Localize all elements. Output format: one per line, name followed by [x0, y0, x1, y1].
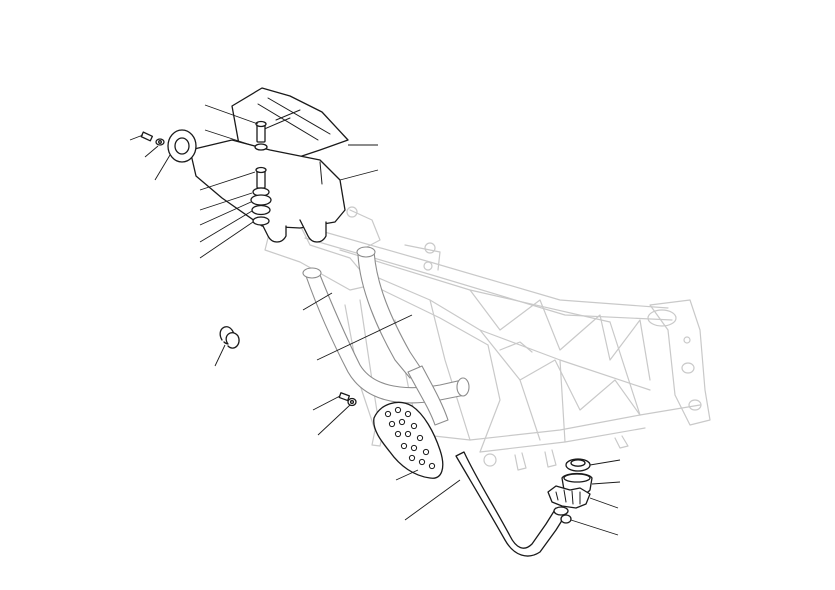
- leader-bolt-top: [204, 104, 259, 125]
- leader-shield-washer: [317, 404, 351, 436]
- leader-endcap: [154, 154, 171, 181]
- leader-rear-header: [404, 479, 461, 521]
- leader-gasket: [589, 459, 621, 466]
- leader-perforated-shield: [395, 469, 419, 481]
- leader-washer-1: [199, 192, 253, 211]
- leader-spring-clip: [214, 344, 226, 367]
- end-cap-bolt: [140, 131, 165, 146]
- rear-header-pipe: [455, 451, 569, 557]
- exhaust-header-pipes: [302, 246, 470, 426]
- leader-nut: [199, 221, 254, 259]
- callout-leaders: [129, 104, 621, 536]
- shield-screw: [338, 392, 357, 407]
- leader-grommet: [199, 201, 252, 226]
- leader-flange: [589, 497, 619, 509]
- leader-endcap-washer: [144, 145, 159, 158]
- perforated-heat-shield: [373, 401, 444, 479]
- leader-endcap-bolt: [129, 134, 144, 141]
- exhaust-flange-parts: [547, 458, 593, 524]
- spring-clip: [219, 326, 240, 349]
- leader-nut-bottom: [570, 519, 619, 536]
- leader-bolt-lower: [199, 171, 256, 191]
- leader-shield-screw: [312, 395, 341, 411]
- leader-header-mid: [316, 314, 413, 361]
- leader-washer-2: [199, 210, 253, 243]
- leader-clamp-ring: [591, 481, 621, 485]
- leader-washer-top: [204, 129, 255, 147]
- leader-header-front: [302, 292, 333, 311]
- mount-hardware-stack: [250, 120, 272, 226]
- silencer-body: [167, 129, 346, 243]
- leader-silencer: [339, 169, 379, 181]
